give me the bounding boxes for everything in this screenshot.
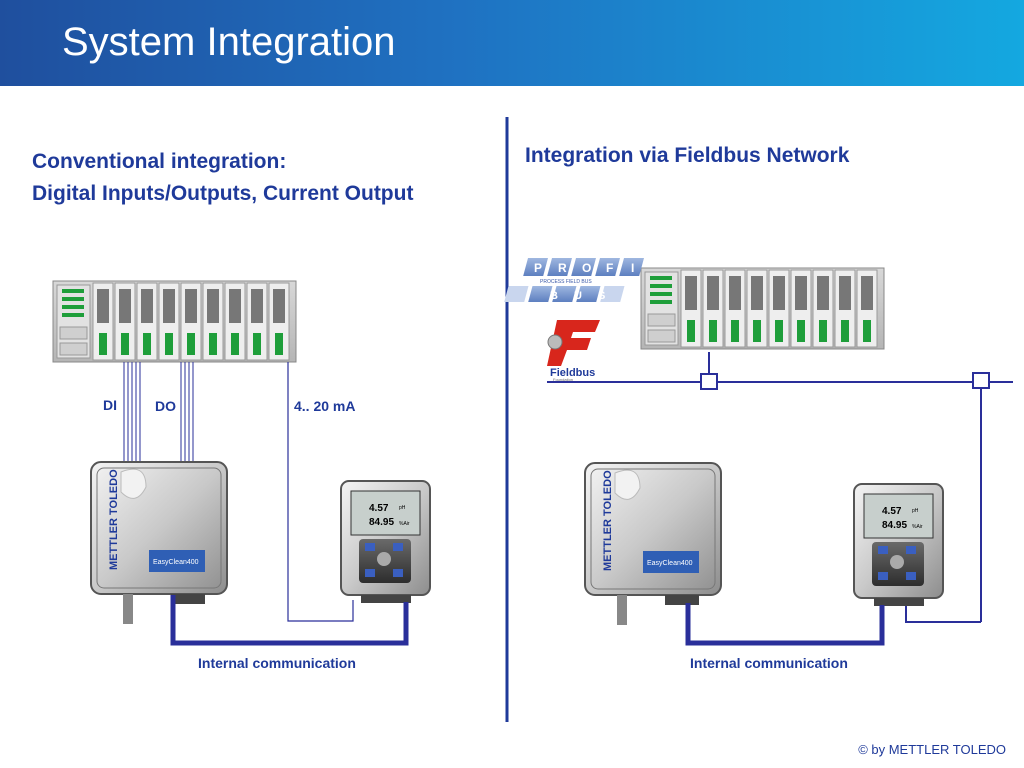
left-heading: Conventional integration: Digital Inputs… [32, 146, 413, 210]
transmitter-right-unit1: pH [912, 508, 919, 514]
profibus-subtitle: PROCESS FIELD BUS [540, 279, 592, 285]
controller-left: METTLER TOLEDO EasyClean400 [90, 461, 228, 624]
profibus-letter-u: U [574, 290, 582, 302]
controller-right-brand: METTLER TOLEDO [602, 470, 614, 571]
slide-header: System Integration [0, 0, 1024, 86]
controller-left-model: EasyClean400 [153, 559, 199, 566]
fieldbus-name: Fieldbus [550, 367, 595, 379]
profibus-letter-r: R [558, 261, 567, 275]
profibus-logo: P R O F I PROCESS FIELD BUS B U S [504, 258, 644, 302]
current-output-label: 4.. 20 mA [294, 398, 356, 414]
current-output-wire [287, 362, 354, 622]
fieldbus-network [547, 352, 1013, 623]
do-label: DO [155, 398, 176, 414]
transmitter-right-value2: 84.95 [882, 520, 907, 531]
internal-comm-line-left [170, 595, 409, 646]
profibus-letter-p: P [534, 261, 542, 275]
profibus-letter-s: S [598, 290, 605, 302]
profibus-letters-bottom: B U S [528, 286, 625, 302]
internal-comm-label-left: Internal communication [198, 655, 356, 671]
transmitter-right-unit2: %Air [912, 524, 923, 530]
transmitter-left: 4.57 pH 84.95 %Air [340, 480, 431, 603]
fieldbus-junction-plc [700, 373, 718, 390]
transmitter-left-unit2: %Air [399, 521, 410, 527]
controller-right-model: EasyClean400 [647, 560, 693, 567]
fieldbus-sub: Foundation [553, 377, 573, 382]
controller-right: METTLER TOLEDO EasyClean400 [584, 462, 722, 625]
plc-rack-right [640, 267, 885, 350]
plc-rack-left [52, 280, 297, 363]
plc-slots-right [680, 269, 878, 348]
di-do-wires [123, 362, 194, 465]
profibus-letters-top: P R O F I [523, 258, 644, 276]
fieldbus-foundation-logo: Fieldbus Foundation [547, 320, 600, 382]
di-label: DI [103, 397, 117, 413]
internal-comm-label-right: Internal communication [690, 655, 848, 671]
transmitter-right: 4.57 pH 84.95 %Air [853, 483, 944, 606]
transmitter-right-value1: 4.57 [882, 506, 902, 517]
profibus-letter-b: B [550, 290, 558, 302]
profibus-letter-i: I [631, 261, 634, 275]
left-heading-line1: Conventional integration: [32, 150, 287, 173]
profibus-letter-f: F [606, 261, 613, 275]
transmitter-left-value1: 4.57 [369, 503, 389, 514]
transmitter-left-unit1: pH [399, 505, 406, 511]
copyright-footer: © by METTLER TOLEDO [858, 742, 1006, 757]
internal-comm-line-right [685, 603, 885, 646]
profibus-letter-o: O [582, 261, 591, 275]
fieldbus-junction-device [972, 372, 990, 389]
plc-slots-left [92, 282, 290, 361]
slide-title: System Integration [62, 20, 396, 64]
transmitter-left-value2: 84.95 [369, 517, 394, 528]
left-heading-line2: Digital Inputs/Outputs, Current Output [32, 182, 414, 205]
controller-left-brand: METTLER TOLEDO [108, 469, 120, 570]
right-heading: Integration via Fieldbus Network [525, 144, 850, 167]
